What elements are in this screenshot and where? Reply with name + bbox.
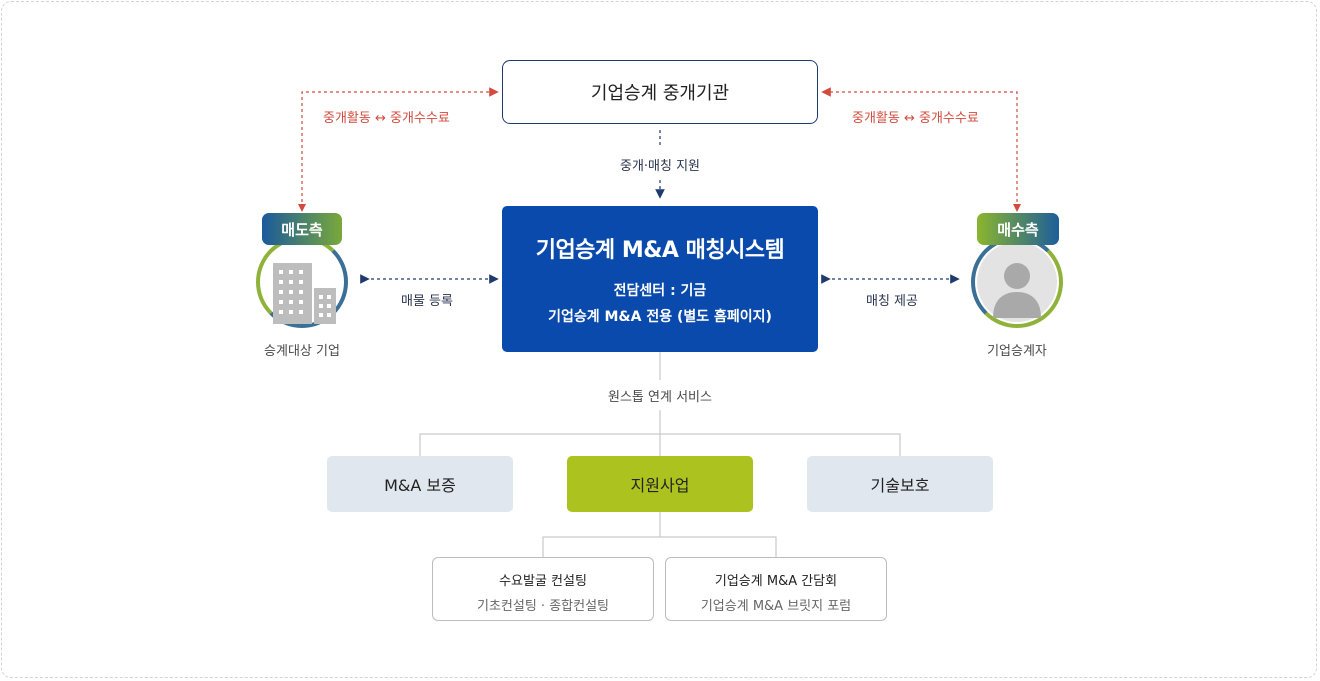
service-tech-protection-label: 기술보호 — [870, 476, 930, 495]
service-tech-protection: 기술보호 — [807, 456, 993, 512]
service-support-project: 지원사업 — [567, 456, 753, 512]
buyer-badge-label: 매수측 — [997, 220, 1039, 239]
buyer-caption: 기업승계자 — [987, 344, 1047, 359]
sub-service-consulting: 수요발굴 컨설팅 기초컨설팅 · 종합컨설팅 — [432, 557, 654, 621]
seller-circle — [256, 236, 348, 328]
seller-badge: 매도측 — [262, 213, 342, 245]
broker-label: 기업승계 중개기관 — [590, 83, 730, 104]
system-title: 기업승계 M&A 매칭시스템 — [535, 238, 785, 263]
matching-support-label: 중개·매칭 지원 — [619, 159, 701, 174]
sub-service-consulting-title: 수요발굴 컨설팅 — [499, 574, 587, 589]
seller-caption: 승계대상 기업 — [264, 344, 340, 359]
buyer-circle — [971, 236, 1063, 328]
system-homepage: 기업승계 M&A 전용 (별도 홈페이지) — [548, 309, 772, 325]
broker-box: 기업승계 중개기관 — [502, 60, 818, 124]
matching-provide-label: 매칭 제공 — [866, 294, 918, 309]
building-icon — [273, 263, 336, 324]
buyer-badge: 매수측 — [977, 213, 1059, 245]
matching-system-box: 기업승계 M&A 매칭시스템 전담센터 : 기금 기업승계 M&A 전용 (별도… — [502, 206, 818, 352]
sub-service-meeting-title: 기업승계 M&A 간담회 — [714, 574, 838, 589]
buyer-broker-connector — [821, 87, 1018, 208]
service-ma-guarantee-label: M&A 보증 — [384, 476, 456, 495]
left-relation-label: 중개활동 ↔ 중개수수료 — [323, 111, 450, 126]
person-icon — [977, 242, 1057, 322]
system-center: 전담센터 : 기금 — [613, 283, 707, 299]
right-relation-label: 중개활동 ↔ 중개수수료 — [852, 111, 979, 126]
sub-service-consulting-detail: 기초컨설팅 · 종합컨설팅 — [477, 599, 609, 614]
sub-service-meeting-detail: 기업승계 M&A 브릿지 포럼 — [700, 599, 852, 614]
service-support-project-label: 지원사업 — [630, 476, 690, 495]
listing-label: 매물 등록 — [401, 294, 453, 309]
seller-badge-label: 매도측 — [281, 220, 323, 239]
sub-service-meeting: 기업승계 M&A 간담회 기업승계 M&A 브릿지 포럼 — [665, 557, 887, 621]
seller-broker-connector — [301, 87, 499, 208]
onestop-label: 원스톱 연계 서비스 — [608, 390, 712, 405]
service-ma-guarantee: M&A 보증 — [327, 456, 513, 512]
